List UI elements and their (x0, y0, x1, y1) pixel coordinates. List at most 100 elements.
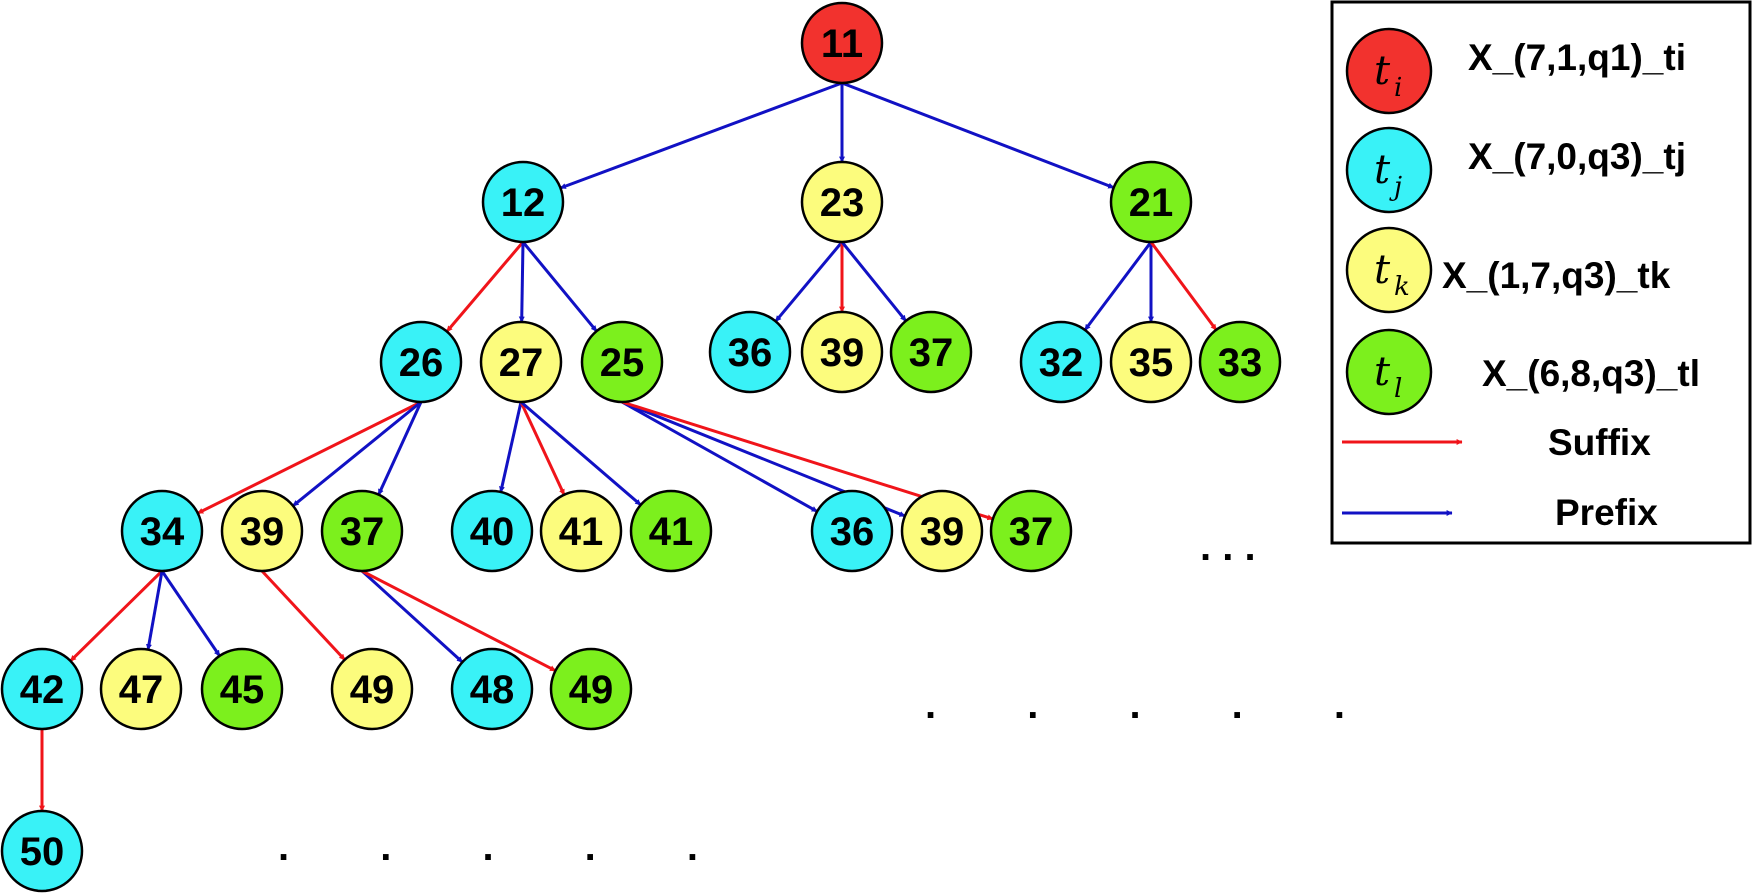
prefix-edge-n11-n21 (841, 81, 1115, 190)
continuation-dots-middle: . . . . . (925, 683, 1385, 727)
node-circle-n35 (1109, 320, 1193, 404)
continuation-dots-upper: . . . (1200, 525, 1256, 569)
legend-item-suffix: Suffix (1342, 422, 1651, 463)
node-circle-n11 (800, 1, 884, 85)
tree-node-n39c: 39 (900, 489, 984, 573)
legend-symbol-tj: t (1374, 147, 1391, 193)
tree-node-n39b: 39 (220, 489, 304, 573)
tree-node-n11: 11 (800, 1, 884, 85)
node-label-n41a: 41 (559, 510, 604, 554)
prefix-edge-n23-n36a (774, 241, 844, 323)
legend-subscript-ti: i (1394, 73, 1402, 103)
node-label-n23: 23 (820, 181, 865, 225)
node-label-n42: 42 (20, 668, 65, 712)
node-circle-n26 (379, 320, 463, 404)
tree-node-n37a: 37 (889, 310, 973, 394)
legend-subscript-tl: l (1394, 374, 1402, 404)
prefix-edge-n11-n12 (559, 81, 843, 190)
prefix-edge-n34-n47 (146, 570, 164, 651)
node-label-n34: 34 (140, 510, 185, 554)
tree-node-n40: 40 (450, 489, 534, 573)
tree-node-n37c: 37 (989, 489, 1073, 573)
node-circle-n39a (800, 310, 884, 394)
node-circle-n41a (539, 489, 623, 573)
prefix-edge-n12-n25 (521, 241, 598, 333)
suffix-edge-n12-n26 (445, 241, 525, 333)
suffix-edge-n26-n34 (197, 400, 422, 515)
node-circle-n21 (1109, 160, 1193, 244)
node-circle-n37b (320, 489, 404, 573)
legend-item-tk: t k X_(1,7,q3)_tk (1345, 226, 1671, 314)
suffix-edge-n34-n42 (69, 569, 164, 663)
tree-node-n33: 33 (1198, 320, 1282, 404)
node-label-n36a: 36 (728, 331, 773, 375)
node-circle-n48 (450, 647, 534, 731)
node-label-n12: 12 (501, 181, 546, 225)
node-circle-n33 (1198, 320, 1282, 404)
tree-node-n39a: 39 (800, 310, 884, 394)
node-label-n47: 47 (119, 668, 164, 712)
node-circle-n49a (330, 647, 414, 731)
node-circle-n36b (810, 489, 894, 573)
node-label-n27: 27 (499, 341, 544, 385)
node-circle-n40 (450, 489, 534, 573)
prefix-edge-n12-n27 (518, 241, 525, 323)
tree-node-n21: 21 (1109, 160, 1193, 244)
legend: t i X_(7,1,q1)_ti t j X_(7,0,q3)_tj t k … (1330, 0, 1752, 545)
tree-node-n36a: 36 (708, 310, 792, 394)
node-circle-n37a (889, 310, 973, 394)
node-label-n36b: 36 (830, 510, 875, 554)
tree-node-n41a: 41 (539, 489, 623, 573)
node-circle-n36a (708, 310, 792, 394)
node-label-n35: 35 (1129, 341, 1174, 385)
prefix-edge-n34-n45 (160, 570, 221, 657)
legend-item-tj: t j X_(7,0,q3)_tj (1345, 126, 1686, 214)
prefix-edge-n21-n32 (1083, 241, 1153, 331)
node-label-n48: 48 (470, 668, 515, 712)
node-circle-n42 (0, 647, 84, 731)
node-circle-n41b (629, 489, 713, 573)
legend-label-tl: X_(6,8,q3)_tl (1482, 353, 1700, 394)
node-circle-n39c (900, 489, 984, 573)
node-circle-n50 (0, 809, 84, 893)
tree-node-n41b: 41 (629, 489, 713, 573)
node-label-n25: 25 (600, 341, 645, 385)
node-circle-n25 (580, 320, 664, 404)
prefix-edge-n27-n40 (499, 401, 523, 493)
tree-node-n47: 47 (99, 647, 183, 731)
legend-subscript-tk: k (1394, 272, 1410, 302)
legend-swatch-tl (1345, 328, 1433, 416)
prefix-edge-n25-n36b (621, 400, 818, 513)
legend-symbol-tk: t (1374, 247, 1391, 293)
node-label-n50: 50 (20, 830, 65, 874)
node-circle-n27 (479, 320, 563, 404)
tree-node-n35: 35 (1109, 320, 1193, 404)
node-circle-n34 (120, 489, 204, 573)
node-label-n40: 40 (470, 510, 515, 554)
node-label-n26: 26 (399, 341, 444, 385)
legend-symbol-ti: t (1374, 48, 1391, 94)
legend-item-ti: t i X_(7,1,q1)_ti (1345, 27, 1686, 115)
tree-node-n25: 25 (580, 320, 664, 404)
legend-swatch-tj (1345, 126, 1433, 214)
legend-swatch-tk (1345, 226, 1433, 314)
legend-item-prefix: Prefix (1342, 492, 1658, 533)
tree-node-n50: 50 (0, 809, 84, 893)
legend-item-tl: t l X_(6,8,q3)_tl (1345, 328, 1700, 416)
node-label-n37b: 37 (340, 510, 385, 554)
edges-layer (39, 81, 1218, 812)
node-circle-n49b (549, 647, 633, 731)
node-label-n41b: 41 (649, 510, 694, 554)
node-label-n37c: 37 (1009, 510, 1054, 554)
node-circle-n47 (99, 647, 183, 731)
tree-node-n42: 42 (0, 647, 84, 731)
suffix-edge-n27-n41a (519, 401, 566, 496)
legend-label-tk: X_(1,7,q3)_tk (1442, 255, 1671, 296)
tree-node-n37b: 37 (320, 489, 404, 573)
node-circle-n23 (800, 160, 884, 244)
node-label-n49b: 49 (569, 668, 614, 712)
tree-node-n23: 23 (800, 160, 884, 244)
node-circle-n32 (1019, 320, 1103, 404)
node-label-n33: 33 (1218, 341, 1263, 385)
